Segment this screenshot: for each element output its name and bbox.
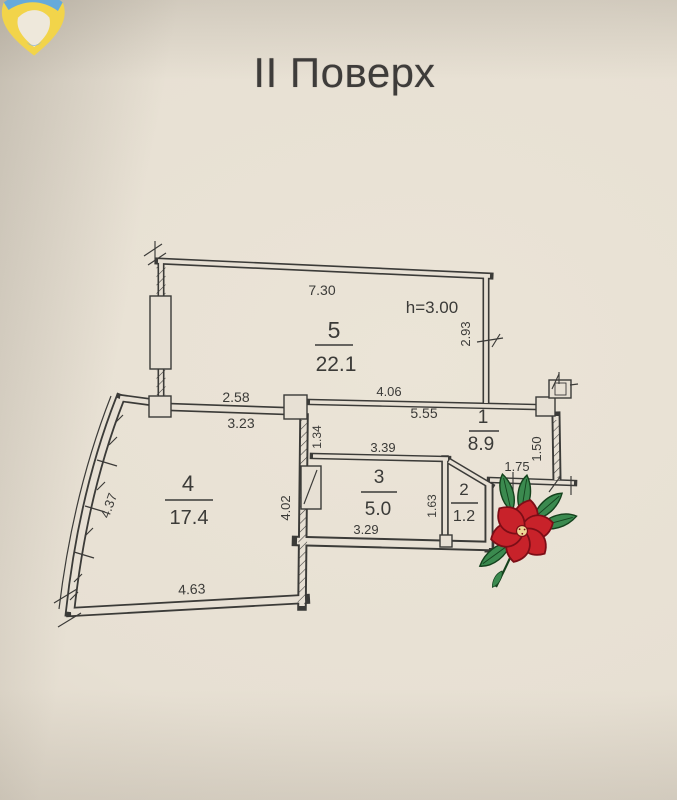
room5-area: 22.1 xyxy=(316,353,357,376)
dim-room5-width-top: 7.30 xyxy=(308,282,335,298)
dim-room3-right-height: 1.63 xyxy=(425,494,439,518)
dim-corridor-top-below: 5.55 xyxy=(410,405,437,421)
dim-corridor-left-height: 1.34 xyxy=(310,425,324,449)
dim-corridor-top-above: 4.06 xyxy=(376,384,401,399)
room2-area: 1.2 xyxy=(453,508,475,525)
room4-area: 17.4 xyxy=(170,507,209,529)
logo-blue-sliver xyxy=(26,41,42,46)
dim-room4-width-bottom: 4.63 xyxy=(178,580,206,597)
dim-room4-right-height: 4.02 xyxy=(278,495,293,520)
tick-marks xyxy=(53,241,579,628)
dim-room3-width-bottom: 3.29 xyxy=(353,522,378,537)
room1-number: 1 xyxy=(478,407,489,428)
room3-area: 5.0 xyxy=(365,499,391,520)
dim-room5-right: 2.93 xyxy=(458,321,473,346)
dim-room3-width-top: 3.39 xyxy=(370,440,395,455)
room3-number: 3 xyxy=(374,467,385,488)
ceiling-height-note: h=3.00 xyxy=(406,298,458,317)
agency-logo-icon xyxy=(1,0,65,56)
dim-left-window-above: 2.58 xyxy=(222,389,249,405)
flower-center xyxy=(515,524,529,538)
dim-hall-bottom-width: 1.75 xyxy=(504,459,529,474)
logo-blue-arc xyxy=(3,0,63,11)
dim-left-window-below: 3.23 xyxy=(227,415,254,431)
flower-decoration xyxy=(478,472,578,588)
wall-piers xyxy=(148,295,572,548)
dim-hall-right-height: 1.50 xyxy=(529,436,544,461)
room-labels: 5 22.1 1 8.9 3 5.0 2 1.2 4 17.4 xyxy=(170,317,495,529)
room1-area: 8.9 xyxy=(468,434,494,455)
logo-white-center xyxy=(17,10,50,48)
room-label-fraction-bars xyxy=(165,344,499,504)
room5-number: 5 xyxy=(328,317,341,343)
dim-room4-curved-wall: 4.37 xyxy=(97,491,120,520)
page-title: II Поверх xyxy=(253,49,436,96)
room2-number: 2 xyxy=(459,480,468,499)
dimension-labels: 7.30 h=3.00 2.93 4.06 5.55 2.58 3.23 1.3… xyxy=(97,282,544,598)
room4-number: 4 xyxy=(182,471,194,496)
